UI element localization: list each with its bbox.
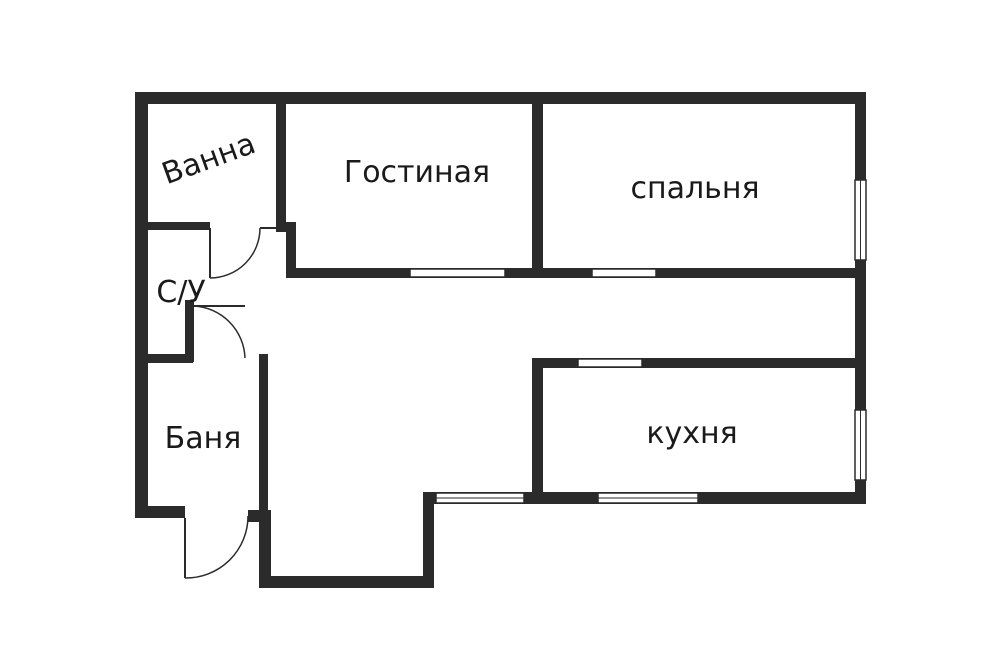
wall-gostinaya-left-low	[286, 222, 296, 278]
wall-corridor-left-lower	[259, 510, 271, 588]
door-su-arc	[193, 305, 246, 359]
window-spalnya-door	[591, 268, 657, 278]
room-label-vanna: Ванна	[157, 126, 260, 192]
wall-outer-top	[135, 92, 865, 104]
door-vanna-arc	[209, 227, 261, 279]
wall-corridor-bottom	[259, 576, 434, 588]
wall-kukhnya-left	[532, 360, 543, 504]
wall-entrance-stub	[248, 510, 268, 522]
wall-rooms-bottom	[286, 268, 866, 278]
wall-gostinaya-spalnya	[532, 92, 543, 278]
wall-corridor-left	[259, 354, 268, 514]
room-label-kukhnya: кухня	[646, 416, 737, 451]
wall-su-right	[185, 300, 194, 362]
wall-vanna-gostinaya	[276, 92, 286, 224]
wall-outer-left	[135, 92, 148, 518]
room-labels: Ванна Гостиная спальня С/У Баня кухня	[156, 126, 759, 456]
wall-bottom-left	[135, 506, 185, 518]
doors	[184, 227, 276, 579]
wall-corridor-right-lower	[423, 492, 434, 588]
wall-kukhnya-top	[532, 358, 866, 368]
wall-vanna-bottom	[135, 222, 210, 230]
window-gostinaya-door	[409, 268, 506, 278]
room-label-banya: Баня	[165, 421, 242, 456]
wall-su-bottom	[135, 354, 193, 363]
wall-corridor-right	[855, 270, 866, 370]
room-label-su: С/У	[156, 275, 205, 310]
windows	[409, 179, 867, 504]
door-entrance-arc	[184, 515, 249, 579]
room-label-spalnya: спальня	[630, 171, 759, 206]
window-kukhnya-top	[577, 358, 643, 368]
walls	[135, 92, 866, 588]
room-label-gostinaya: Гостиная	[344, 155, 490, 190]
